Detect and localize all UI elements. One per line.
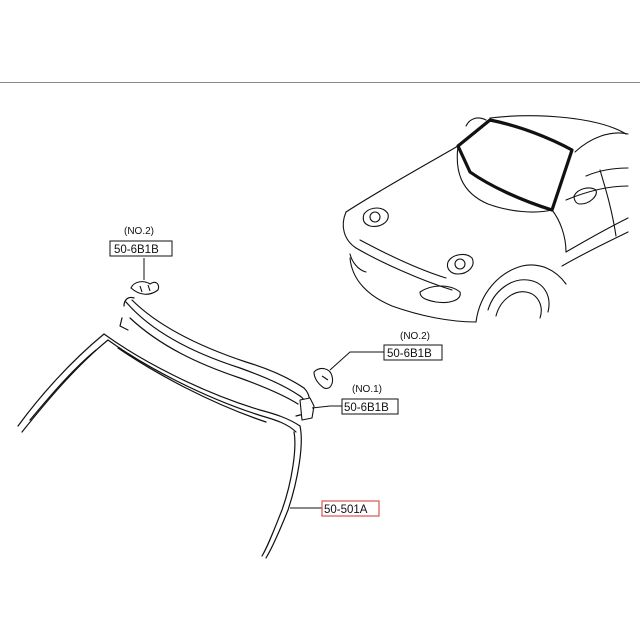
leader-lines: [143, 258, 384, 509]
callout-low-part: 50-6B1B: [344, 402, 389, 414]
top-divider: [0, 82, 640, 83]
callout-main-box: [321, 500, 380, 517]
callout-top-box: [109, 240, 173, 257]
callout-mid-note: (NO.2): [400, 331, 430, 342]
windshield-outline: [456, 118, 574, 212]
callout-main-part: 50-501A: [324, 504, 368, 516]
car-illustration: [342, 115, 629, 323]
callout-mid-box: [383, 344, 443, 361]
callout-top-note: (NO.2): [124, 226, 154, 237]
clip-top: [130, 281, 160, 295]
clip-middle: [313, 367, 334, 389]
callout-mid-part: 50-6B1B: [387, 348, 432, 360]
callout-low-box: [341, 398, 399, 415]
clip-lower: [299, 397, 315, 421]
callout-low-note: (NO.1): [352, 384, 382, 395]
windshield-molding: [17, 296, 311, 559]
callout-top-part: 50-6B1B: [114, 244, 159, 256]
